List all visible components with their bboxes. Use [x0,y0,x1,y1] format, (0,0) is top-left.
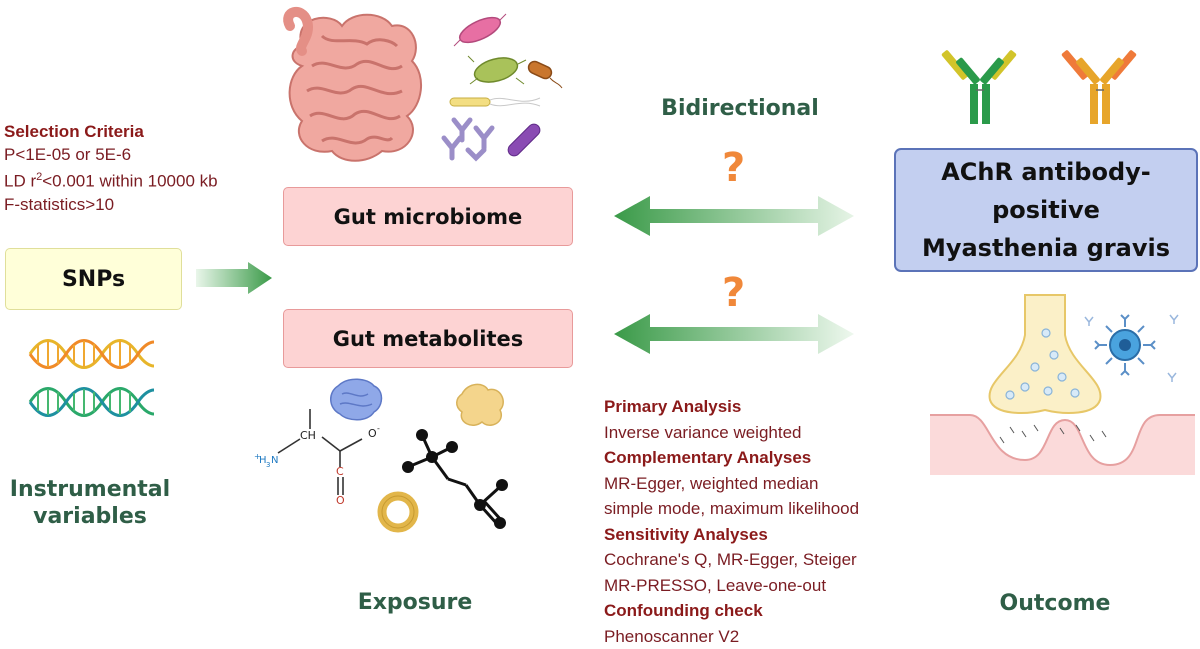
snps-arrow [196,262,276,294]
selection-criteria: Selection Criteria P<1E-05 or 5E-6 LD r2… [4,120,218,216]
svg-text:O: O [336,494,345,507]
sensitivity-analyses-text-2: MR-PRESSO, Leave-one-out [604,573,859,599]
exposure-label: Exposure [330,590,500,615]
gut-metabolites-box: Gut metabolites [283,309,573,368]
confounding-check-heading: Confounding check [604,598,859,624]
outcome-label: Outcome [975,591,1135,616]
selection-criteria-heading: Selection Criteria [4,120,218,143]
complementary-analyses-heading: Complementary Analyses [604,445,859,471]
antibody-icon [948,38,1138,130]
confounding-check-text: Phenoscanner V2 [604,624,859,649]
complementary-analyses-text-2: simple mode, maximum likelihood [604,496,859,522]
question-mark-lower: ? [722,270,745,316]
bidirectional-label: Bidirectional [620,96,860,121]
svg-text:O: O [368,427,377,440]
primary-analysis-text: Inverse variance weighted [604,420,859,446]
bacteria-icon [440,12,565,160]
instrumental-variables-label: Instrumental variables [0,476,180,530]
dna-helix-icon [28,336,158,426]
primary-analysis-heading: Primary Analysis [604,394,859,420]
bidirectional-arrow-lower [614,314,854,354]
molecule-icon: CH O - C O + H 3 N [250,405,395,505]
question-mark-upper: ? [722,145,745,191]
snps-box: SNPs [5,248,182,310]
sensitivity-analyses-text-1: Cochrane's Q, MR-Egger, Steiger [604,547,859,573]
svg-text:C: C [336,465,344,478]
ball-stick-molecule-icon [400,425,520,535]
bidirectional-arrow-upper [614,196,854,236]
outcome-box: AChR antibody-positive Myasthenia gravis [894,148,1198,272]
methods-list: Primary Analysis Inverse variance weight… [604,394,859,649]
sensitivity-analyses-heading: Sensitivity Analyses [604,522,859,548]
criteria-ld: LD r2<0.001 within 10000 kb [4,166,218,193]
svg-text:N: N [271,455,278,466]
criteria-pvalue: P<1E-05 or 5E-6 [4,143,218,166]
criteria-fstat: F-statistics>10 [4,193,218,216]
synapse-icon [930,295,1195,475]
intestine-icon [272,6,432,166]
complementary-analyses-text-1: MR-Egger, weighted median [604,471,859,497]
svg-text:3: 3 [266,461,270,469]
gut-microbiome-box: Gut microbiome [283,187,573,246]
svg-text:-: - [377,424,380,433]
svg-text:CH: CH [300,429,316,442]
protein-icon-yellow [454,380,508,430]
